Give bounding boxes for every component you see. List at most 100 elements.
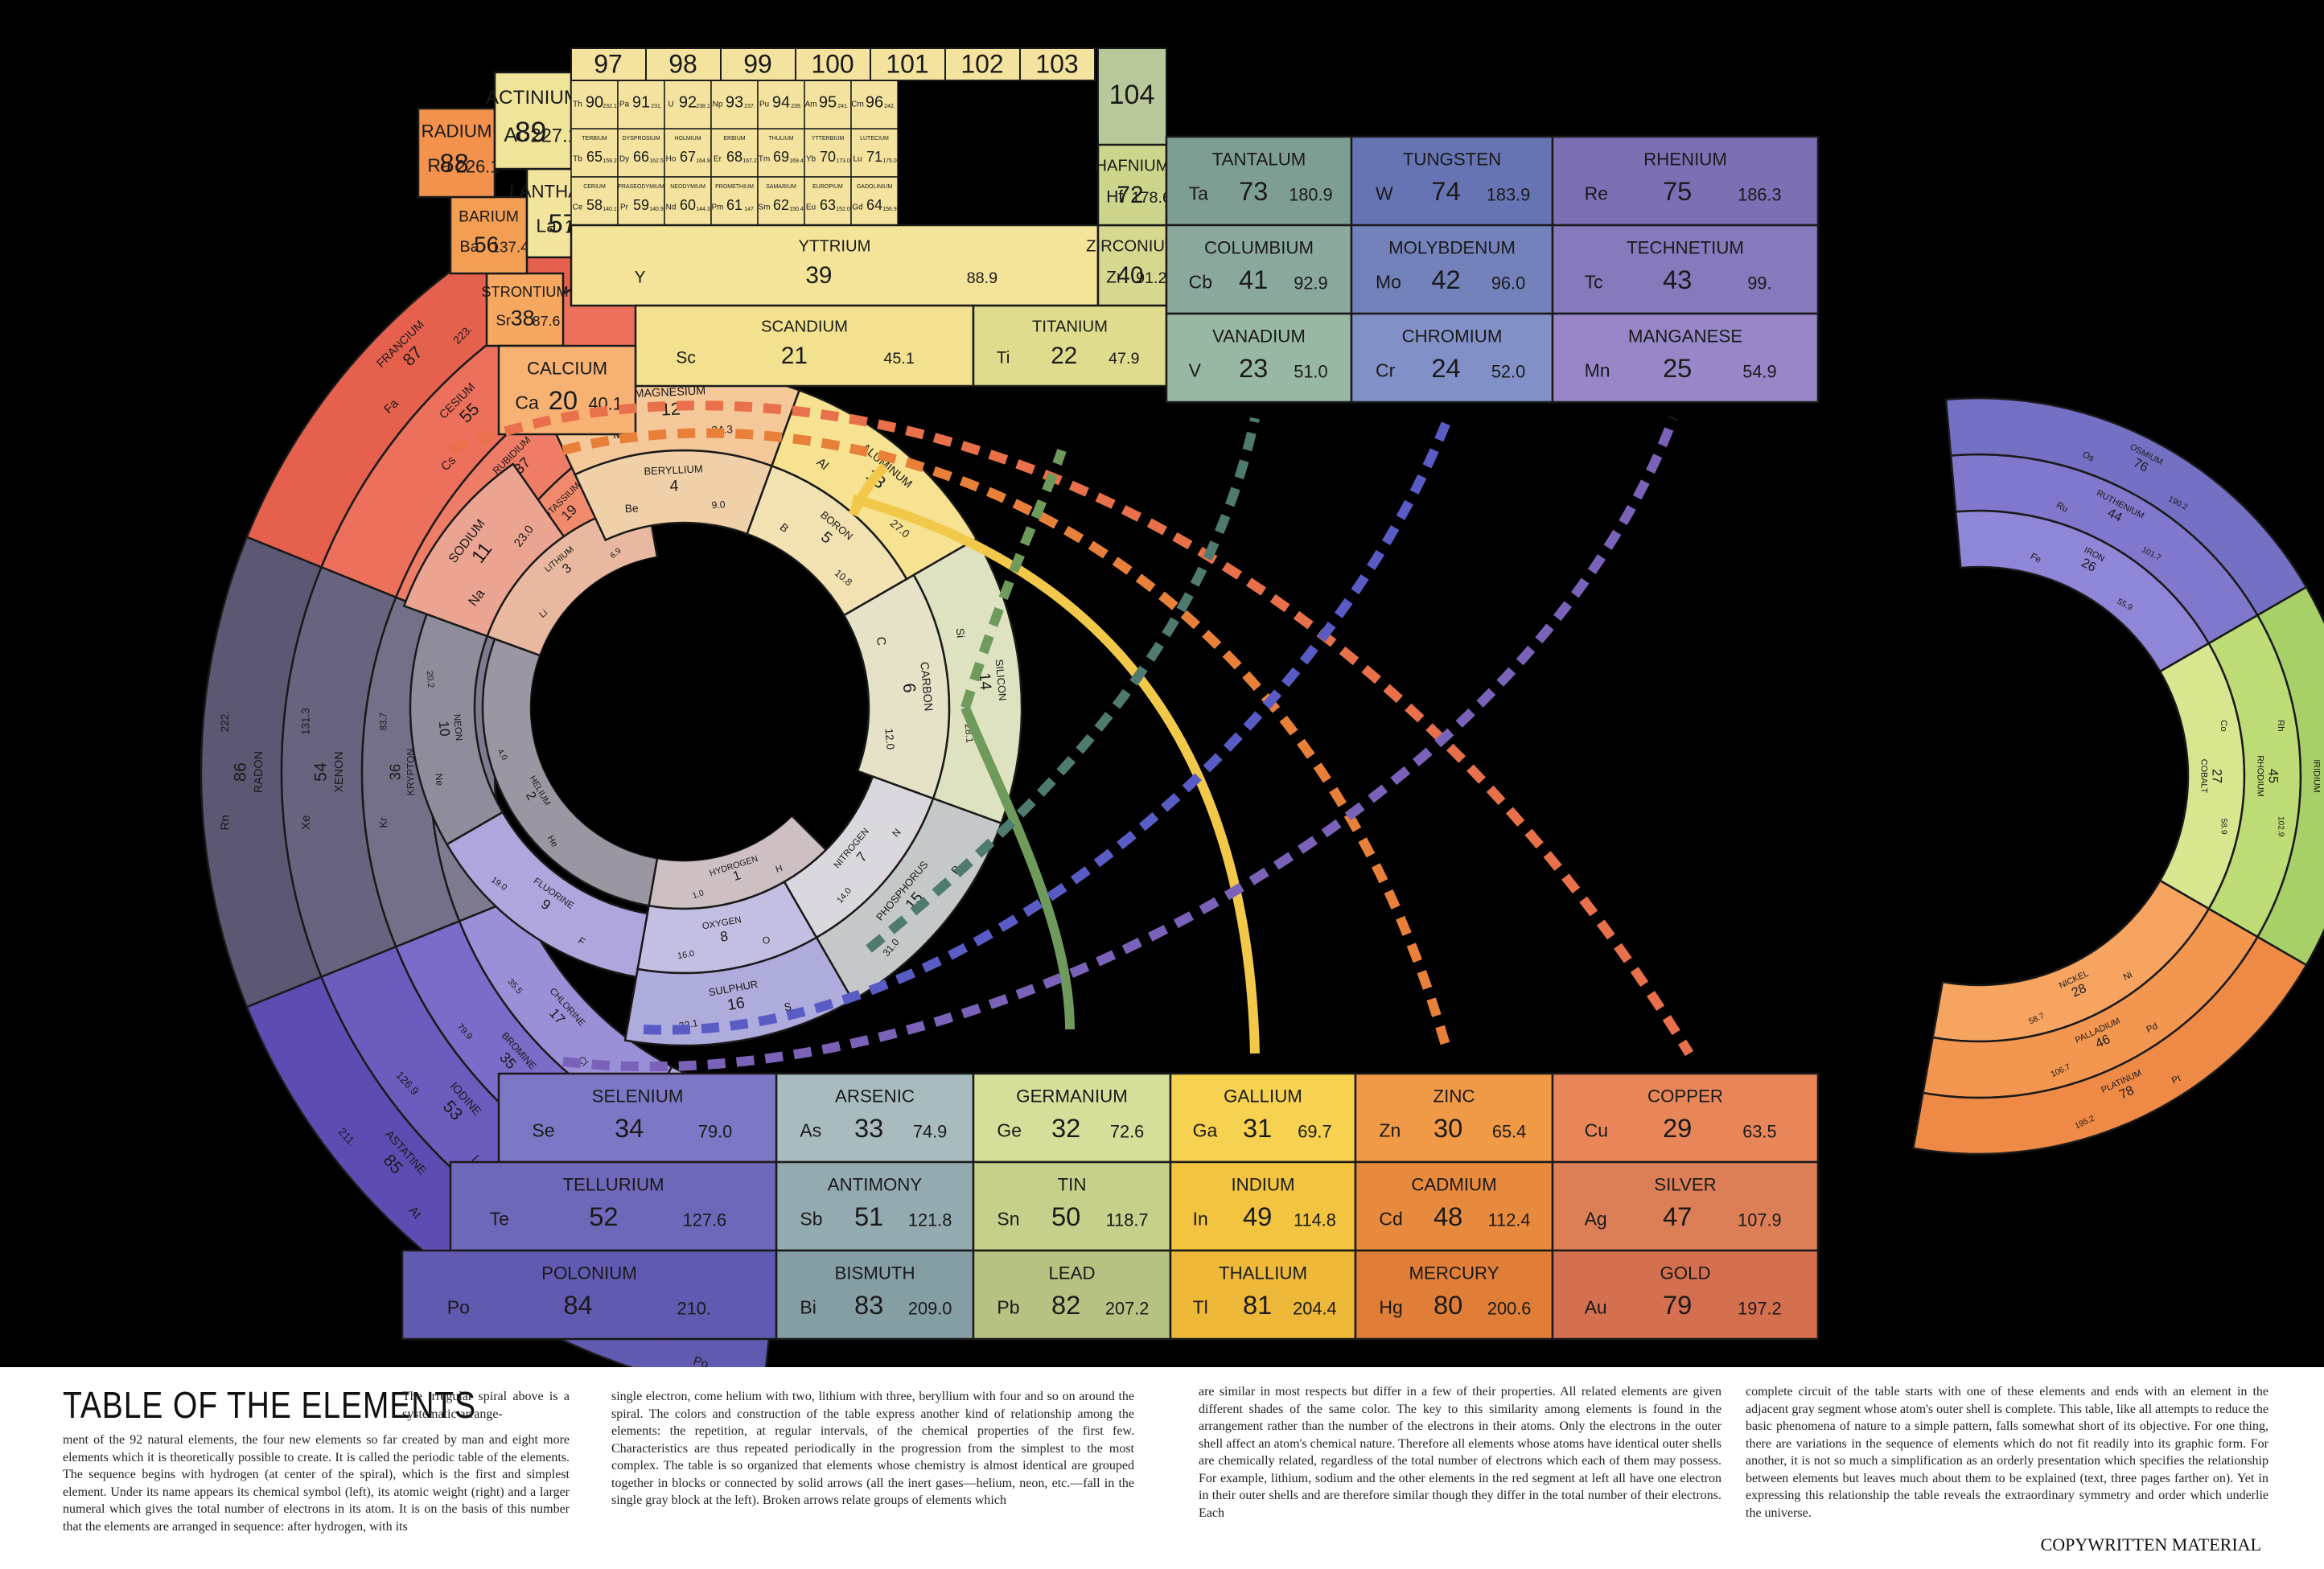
atomic-number: 47 — [1663, 1201, 1692, 1231]
element-cell-shape — [1551, 135, 1820, 227]
atomic-weight: 137.4 — [492, 239, 529, 256]
atomic-weight: 210. — [677, 1298, 711, 1318]
atomic-weight: 52.0 — [1491, 361, 1525, 381]
atomic-weight: 1.0 — [692, 889, 705, 901]
element-cell-shape — [1551, 1249, 1820, 1341]
element-name: THALLIUM — [1219, 1263, 1307, 1284]
atomic-weight: 180.9 — [1289, 184, 1332, 204]
atomic-weight: 72.6 — [1110, 1121, 1144, 1141]
atomic-weight: 169.4 — [789, 158, 804, 164]
atomic-weight: 164.9 — [696, 158, 710, 164]
atomic-weight: 232.1 — [603, 104, 617, 109]
atomic-number: 42 — [1431, 265, 1460, 294]
element-cell-shape — [449, 1160, 778, 1252]
element-name: TELLURIUM — [562, 1175, 664, 1195]
element-symbol: Lu — [853, 155, 862, 164]
element-symbol: Pb — [997, 1297, 1019, 1318]
atomic-weight: 58.9 — [2219, 819, 2227, 835]
element-symbol: S — [784, 1000, 793, 1013]
atomic-number: 20 — [549, 385, 578, 415]
spiral-center-hole — [531, 555, 837, 860]
element-name: TUNGSTEN — [1403, 150, 1501, 170]
atomic-weight: 118.7 — [1106, 1210, 1149, 1230]
atomic-weight: 144.3 — [696, 207, 710, 212]
element-cell-shape — [1350, 135, 1554, 227]
atomic-number: 82 — [1051, 1290, 1080, 1320]
atomic-number: 78 — [2117, 1083, 2137, 1103]
element-name: MAGNESIUM — [634, 384, 705, 400]
atomic-weight: 167.2 — [742, 158, 757, 164]
element-symbol: Zn — [1379, 1120, 1401, 1141]
atomic-weight: 200.6 — [1487, 1298, 1531, 1318]
element-name: ACTINIUM — [486, 87, 580, 109]
element-symbol: Ni — [2122, 970, 2134, 982]
element-symbol: Hg — [1379, 1297, 1402, 1318]
atomic-weight: 238.1 — [696, 104, 710, 109]
element-name: COBALT — [2199, 759, 2209, 794]
element-name: MERCURY — [1409, 1263, 1499, 1284]
element-name: TITANIUM — [1032, 318, 1108, 335]
element-cell-shape — [972, 1160, 1172, 1252]
atomic-weight: 107.9 — [1738, 1210, 1781, 1230]
atomic-number: 29 — [1663, 1113, 1692, 1143]
caption-column-3: are similar in most respects but differ … — [1199, 1385, 1721, 1520]
atomic-weight: 65.4 — [1492, 1121, 1526, 1141]
element-name: NEODYMIUM — [670, 184, 705, 190]
atomic-number: 41 — [1239, 265, 1268, 294]
arrow-al-stub — [848, 462, 889, 517]
atomic-number: 52 — [589, 1201, 618, 1231]
element-symbol: Bi — [800, 1297, 816, 1318]
element-cell-shape — [445, 811, 649, 979]
atomic-weight: 227.1 — [530, 125, 578, 147]
element-cell-shape — [775, 1249, 975, 1341]
atomic-weight: 69.7 — [1298, 1121, 1331, 1141]
atomic-number: 6 — [899, 682, 920, 693]
atomic-number: 39 — [805, 262, 832, 289]
atomic-weight: 83.7 — [379, 713, 389, 730]
element-cell-shape — [493, 71, 573, 170]
caption-column-1: ment of the 92 natural elements, the fou… — [63, 1433, 570, 1534]
atomic-number: 96 — [866, 93, 883, 111]
element-name: SILICON — [993, 659, 1009, 701]
element-cell-shape — [1911, 935, 2308, 1156]
element-cell-shape — [634, 304, 975, 388]
element-name: BISMUTH — [834, 1263, 915, 1284]
atomic-number: 36 — [386, 764, 403, 780]
atomic-number: 63 — [820, 197, 836, 213]
element-name: GOLD — [1660, 1263, 1710, 1284]
element-symbol: Cr — [1376, 360, 1396, 381]
element-symbol: Zr — [1106, 269, 1122, 287]
atomic-number: 75 — [1663, 176, 1692, 206]
periodic-spiral-diagram: FRANCIUM87Fa223.CESIUM55Cs132.9RUBIDIUM3… — [199, 47, 2324, 1367]
element-name: ZIRCONIUM — [1086, 237, 1178, 255]
caption-column-2: single electron, come helium with two, l… — [611, 1390, 1134, 1507]
element-cell-shape — [972, 304, 1168, 388]
atomic-weight: 159.2 — [603, 158, 617, 164]
atomic-weight: 162.5 — [649, 158, 664, 164]
element-name: GERMANIUM — [1016, 1086, 1127, 1107]
element-symbol: Au — [1585, 1297, 1607, 1318]
atomic-number: 10 — [436, 721, 454, 737]
element-symbol: Fe — [2029, 552, 2042, 565]
element-symbol: Ru — [2055, 500, 2069, 514]
atomic-weight: 241. — [837, 104, 849, 109]
atomic-weight: 20.2 — [425, 671, 436, 688]
atomic-number: 51 — [854, 1201, 883, 1231]
element-cell-shape — [1169, 1072, 1357, 1164]
element-symbol: Tm — [759, 155, 770, 164]
